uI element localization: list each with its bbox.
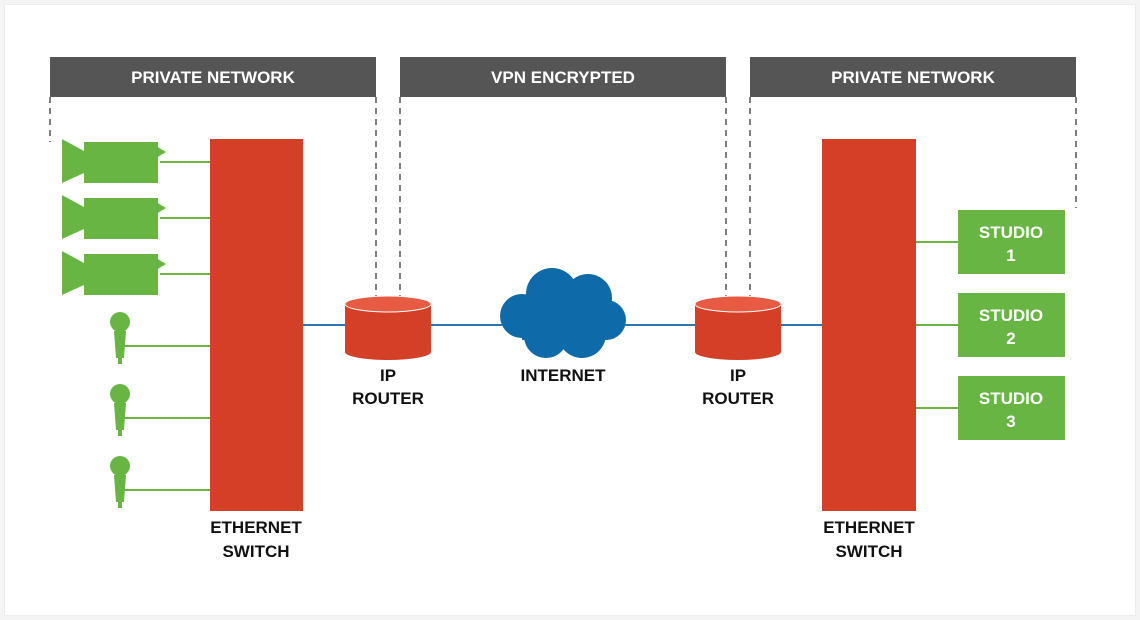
header-label: PRIVATE NETWORK [831,68,995,87]
label-ethernet-switch-right: ETHERNET SWITCH [823,518,915,561]
studio-label: STUDIO [979,223,1043,242]
ethernet-switch-right [822,139,916,511]
label-line: ETHERNET [210,518,302,537]
label-line: IP [730,366,746,385]
label-line: ROUTER [352,389,424,408]
microphone-icon [110,312,130,364]
studio-number: 3 [1006,412,1015,431]
cloud-icon [500,268,626,358]
header-private-network-right: PRIVATE NETWORK [750,57,1076,97]
header-label: PRIVATE NETWORK [131,68,295,87]
video-camera-icon [62,139,166,183]
studio-1: STUDIO 1 [958,210,1065,274]
studio-3: STUDIO 3 [958,376,1065,440]
device-links [124,161,958,491]
ethernet-switch-left [210,139,303,511]
router-cylinder-icon-left [344,295,432,360]
video-camera-icon [62,251,166,295]
studio-label: STUDIO [979,389,1043,408]
header-vpn-encrypted: VPN ENCRYPTED [400,57,726,97]
microphone-icon [110,384,130,436]
router-cylinder-icon-right [694,295,782,360]
studio-label: STUDIO [979,306,1043,325]
boundary-dashes [49,97,1077,296]
header-private-network-left: PRIVATE NETWORK [50,57,376,97]
studio-number: 1 [1006,246,1015,265]
label-line: SWITCH [222,542,289,561]
studio-2: STUDIO 2 [958,293,1065,357]
label-ip-router-left: IP ROUTER [352,366,424,408]
label-ip-router-right: IP ROUTER [702,366,774,408]
label-internet: INTERNET [521,366,607,385]
studio-number: 2 [1006,329,1015,348]
label-line: ROUTER [702,389,774,408]
label-line: SWITCH [835,542,902,561]
header-label: VPN ENCRYPTED [491,68,635,87]
microphone-icon [110,456,130,508]
label-line: ETHERNET [823,518,915,537]
label-line: IP [380,366,396,385]
label-ethernet-switch-left: ETHERNET SWITCH [210,518,302,561]
video-camera-icon [62,195,166,239]
